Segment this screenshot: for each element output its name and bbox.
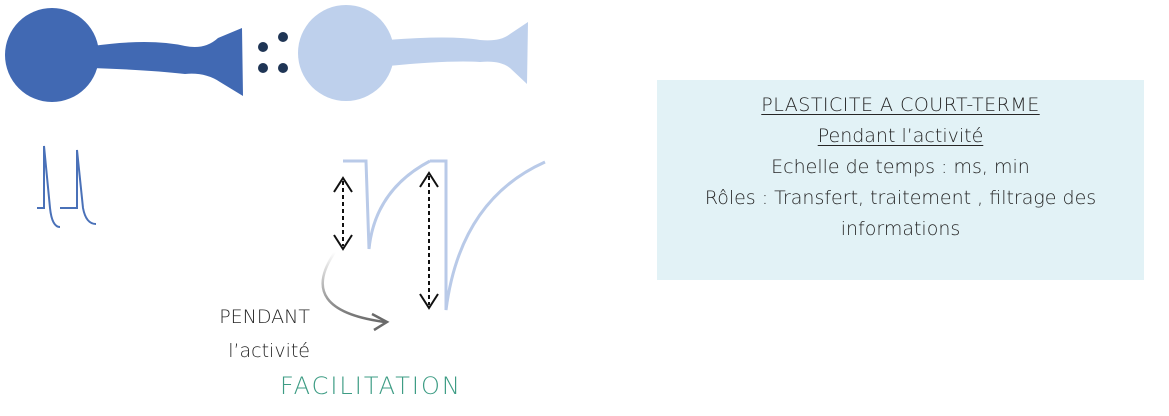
postsynaptic-neuron: [298, 5, 528, 101]
double-headed-arrow-icon: [419, 171, 439, 310]
info-box: PLASTICITE A COURT-TERME Pendant l’activ…: [657, 80, 1144, 280]
presynaptic-spikes: [37, 145, 97, 228]
synaptic-vesicles: [258, 32, 288, 73]
info-subtitle: Pendant l’activité: [817, 125, 984, 147]
curved-arrow-icon: [321, 251, 390, 332]
info-timescale: Echelle de temps : ms, min: [771, 156, 1030, 178]
pendant-label-line2: l’activité: [228, 340, 310, 362]
double-headed-arrow-icon: [333, 176, 353, 251]
pendant-label-line1: PENDANT: [219, 306, 310, 328]
info-title: PLASTICITE A COURT-TERME: [761, 94, 1040, 116]
info-roles: Rôles : Transfert, traitement , filtrage…: [704, 187, 1097, 240]
postsynaptic-current-trace: [343, 159, 546, 311]
presynaptic-neuron: [5, 8, 243, 102]
pendant-label: PENDANT l’activité: [190, 300, 310, 368]
facilitation-label: FACILITATION: [280, 372, 462, 400]
